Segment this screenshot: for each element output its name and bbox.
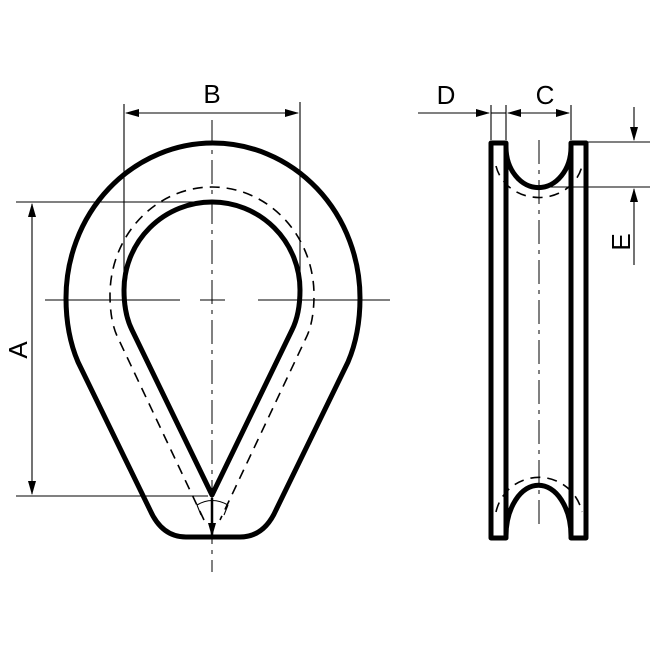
label-c: C bbox=[536, 80, 555, 110]
dimension-b: B bbox=[123, 79, 301, 290]
left-flange bbox=[488, 140, 509, 541]
dimension-a: A bbox=[3, 201, 210, 497]
label-e: E bbox=[606, 233, 636, 250]
right-flange bbox=[568, 140, 589, 541]
outer-contour bbox=[63, 140, 363, 540]
label-d: D bbox=[437, 80, 456, 110]
dimension-e: E bbox=[545, 107, 650, 265]
dimension-d-c: D C bbox=[418, 80, 572, 140]
label-a: A bbox=[3, 341, 33, 359]
label-b: B bbox=[203, 79, 220, 109]
bottom-groove bbox=[503, 482, 574, 539]
front-view bbox=[45, 120, 390, 572]
groove-hidden-line bbox=[109, 186, 315, 521]
side-view bbox=[488, 140, 589, 541]
